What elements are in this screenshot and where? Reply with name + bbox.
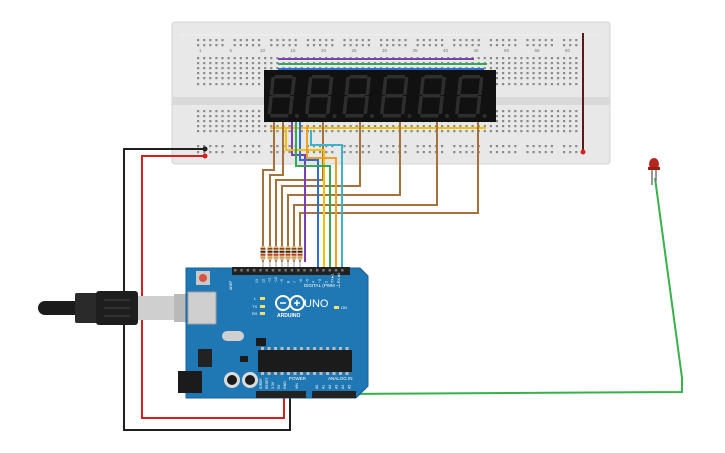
digit: 8. <box>267 75 299 118</box>
resistor <box>260 246 266 268</box>
digit: 8. <box>342 75 374 118</box>
power-label: POWER <box>289 376 307 381</box>
digital-pin-label: 4 <box>312 281 316 283</box>
resistor <box>279 246 285 268</box>
digital-label: DIGITAL (PWM ~) <box>304 283 341 288</box>
analog-pin-label: A1 <box>322 385 326 389</box>
column-number: 50 <box>504 48 510 53</box>
resistor <box>267 246 273 268</box>
l-label: L <box>254 296 257 301</box>
led-wire <box>347 177 683 395</box>
analog-label: ANALOG IN <box>328 376 353 381</box>
column-number: 10 <box>260 48 266 53</box>
resistor <box>285 246 291 268</box>
analog-pin-label: A0 <box>315 385 319 389</box>
tx-label: TX <box>252 304 257 309</box>
digital-pin-label: 7 <box>293 281 297 283</box>
v33-label: 3.3V <box>271 381 275 389</box>
resistor <box>273 246 279 268</box>
digital-pin-label: ~11 <box>268 277 272 283</box>
usb-cable <box>38 291 194 325</box>
column-number: 15 <box>291 48 297 53</box>
column-number: 55 <box>535 48 541 53</box>
resistor <box>297 246 303 268</box>
digital-pin-label: ~5 <box>305 279 309 283</box>
rx-label: RX <box>252 311 258 316</box>
uno-label: UNO <box>304 298 329 310</box>
digital-pin-label: RX◄0 <box>337 273 341 283</box>
resistor <box>291 246 297 268</box>
digit: 8. <box>417 75 449 118</box>
column-number: 5 <box>230 48 233 53</box>
digital-pin-label: TX►1 <box>331 273 335 283</box>
led[interactable] <box>648 158 660 185</box>
column-number: 1 <box>199 48 202 53</box>
digital-pin-label: ~3 <box>318 279 322 283</box>
digital-pin-label: ~10 <box>274 277 278 283</box>
analog-pin-label: A2 <box>328 385 332 389</box>
on-label: ON <box>341 305 347 310</box>
digital-pin-label: ~9 <box>280 279 284 283</box>
resistor-array[interactable] <box>260 246 303 268</box>
column-number: 40 <box>443 48 449 53</box>
vin-label: VIN <box>295 383 299 389</box>
reset-pin-label: RESET <box>265 376 269 389</box>
digital-pin-label: 2 <box>324 281 328 283</box>
atmega-chip <box>261 347 349 375</box>
seven-segment-display[interactable]: 8.8.8.8.8.8. <box>0 0 496 122</box>
arduino-uno-board[interactable]: UNO ARDUINO DIGITAL (PWM ~) POWER ANALOG… <box>178 267 369 399</box>
arduino-label: ARDUINO <box>277 313 300 319</box>
digit: 8. <box>305 75 337 118</box>
digit: 8. <box>455 75 487 118</box>
column-number: 35 <box>413 48 419 53</box>
gnd-label: GND <box>283 381 287 389</box>
column-number: 20 <box>321 48 327 53</box>
ioref-label: IOREF <box>259 378 263 389</box>
aref-label: AREF <box>229 281 233 290</box>
digital-pin-label: 8 <box>287 281 291 283</box>
breadboard-to-arduino-wires <box>262 122 479 268</box>
digital-pin-label: 12 <box>261 279 265 283</box>
arduino-logo-icon <box>275 295 305 311</box>
v5-label: 5V <box>277 384 281 389</box>
column-number: 45 <box>474 48 480 53</box>
digital-pin-label: 13 <box>255 279 259 283</box>
digital-pin-label: ~6 <box>299 279 303 283</box>
analog-pin-label: A4 <box>341 385 345 389</box>
column-number: 60 <box>565 48 571 53</box>
column-number: 30 <box>382 48 388 53</box>
digit: 8. <box>380 75 412 118</box>
column-number: 25 <box>352 48 358 53</box>
analog-pin-label: A3 <box>335 385 339 389</box>
analog-pin-label: A5 <box>348 385 352 389</box>
power-wires <box>123 146 291 431</box>
digital-header <box>234 269 344 272</box>
